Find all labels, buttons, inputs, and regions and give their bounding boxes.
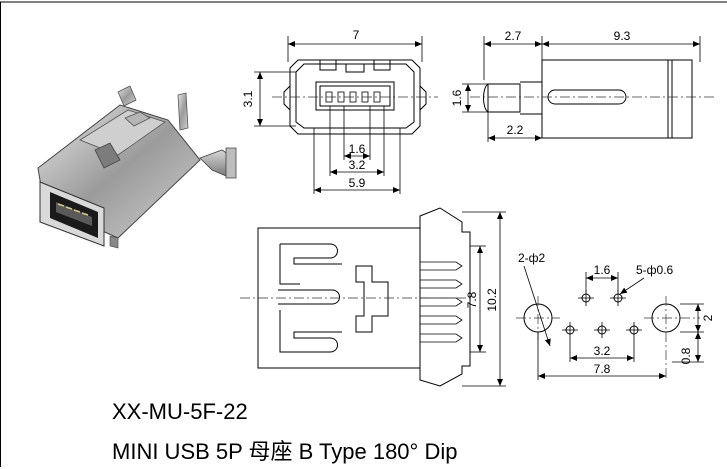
side-view: 2.7 9.3 1.6 2.2 (450, 29, 715, 142)
dim-front-pitch: 1.6 (349, 142, 366, 156)
dim-pcb-hole-size: 2 (701, 314, 715, 321)
top-view: 7.8 10.2 (240, 207, 506, 387)
dim-front-height: 3.1 (241, 90, 255, 107)
dim-pcb-offset: 0.8 (679, 347, 693, 364)
part-description: MINI USB 5P 母座 B Type 180° Dip (112, 439, 457, 464)
pin-holes (562, 290, 642, 338)
part-number: XX-MU-5F-22 (112, 399, 248, 424)
front-view: 7 3.1 (241, 28, 438, 194)
dim-pcb-pitch: 1.6 (594, 263, 611, 277)
dim-side-left: 2.7 (505, 29, 522, 43)
dim-pcb-span: 3.2 (594, 344, 611, 358)
dim-pcb-post-span: 7.8 (594, 362, 611, 376)
connector-photo (37, 85, 237, 249)
dim-front-width: 7 (353, 28, 360, 42)
dim-side-right: 9.3 (614, 29, 631, 43)
dim-side-bottom: 2.2 (507, 123, 524, 137)
label-pin-holes: 5-ф0.6 (636, 263, 674, 277)
dim-side-height: 1.6 (450, 89, 464, 106)
label-post-holes: 2-ф2 (518, 251, 546, 265)
dim-front-base-width: 5.9 (349, 176, 366, 190)
dim-top-inner: 7.8 (465, 291, 479, 308)
dim-top-outer: 10.2 (485, 288, 499, 312)
pcb-layout: 2-ф2 1.6 5-ф0.6 3.2 (516, 251, 715, 380)
dim-front-outer-pitch: 3.2 (349, 158, 366, 172)
